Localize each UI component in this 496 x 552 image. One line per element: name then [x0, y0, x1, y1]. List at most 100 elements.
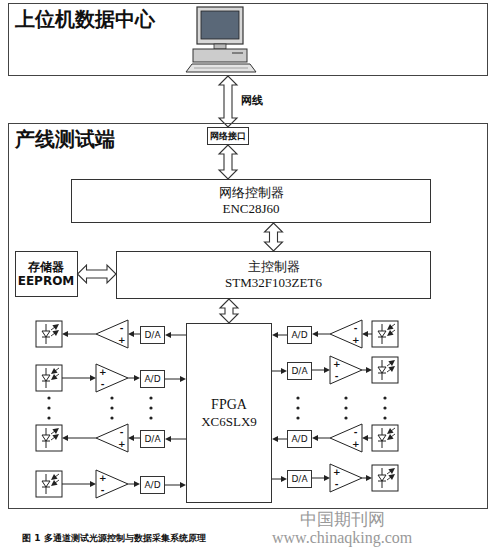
- arrow-head: [52, 428, 59, 434]
- arrow-head: [62, 435, 68, 441]
- device-box: [372, 465, 398, 491]
- opamp-symbol: [96, 320, 128, 348]
- signal-wire: [62, 484, 91, 485]
- connector: [219, 76, 237, 127]
- opamp-sign: +: [352, 439, 359, 449]
- opamp-sign: -: [352, 427, 359, 437]
- opamp-sign: +: [99, 473, 106, 483]
- connector: [165, 376, 186, 382]
- block-box: 网络控制器ENC28J60: [71, 179, 431, 223]
- diode-body: [42, 375, 50, 381]
- figure-caption: 图 1 多通道测试光源控制与数据采集系统原理: [22, 534, 206, 543]
- block-label: A/D: [291, 434, 307, 445]
- opamp-sign: +: [333, 467, 340, 477]
- opamp-sign: -: [118, 427, 125, 437]
- block-label: D/A: [144, 434, 160, 445]
- block-arrow: [265, 223, 283, 251]
- opamp-symbol: [96, 424, 128, 452]
- opamp-sign: +: [99, 367, 106, 377]
- optical-device-symbol: [372, 321, 398, 347]
- continuation-dot: [383, 416, 386, 419]
- diode-body: [378, 475, 386, 481]
- arrow-head: [165, 332, 171, 338]
- optical-device-symbol: [36, 425, 62, 451]
- block-box: 主控制器STM32F103ZET6: [116, 251, 431, 299]
- arrow-head: [312, 435, 318, 441]
- diode-body: [42, 331, 50, 337]
- optical-device-symbol: [372, 357, 398, 383]
- watermark: 中国期刊网: [300, 511, 385, 528]
- diode-body: [378, 367, 386, 373]
- block-box: D/A: [140, 430, 165, 448]
- block-label: A/D: [291, 330, 307, 341]
- block-label: 主控制器: [248, 259, 300, 275]
- opamp-sign: +: [118, 439, 125, 449]
- arrow-head: [388, 468, 395, 474]
- arrow-head: [90, 375, 96, 381]
- diode-bar: [378, 481, 386, 482]
- continuation-dot: [383, 406, 386, 409]
- signal-wire: [312, 370, 325, 371]
- connector-line: [170, 439, 186, 440]
- opamp-sign: -: [118, 323, 125, 333]
- continuation-dot: [383, 396, 386, 399]
- screen: [201, 11, 239, 39]
- monitor: [197, 7, 243, 44]
- optical-device-symbol: [372, 465, 398, 491]
- block-arrow: [219, 76, 237, 127]
- connector-line: [277, 335, 287, 336]
- arrow-head: [51, 474, 58, 480]
- arrow-head: [90, 481, 96, 487]
- opamp-symbol: [330, 356, 362, 384]
- opamp-sign: -: [352, 323, 359, 333]
- connector-line: [165, 379, 181, 380]
- block-box: 存储器EEPROM: [15, 251, 78, 297]
- continuation-dot: [344, 406, 347, 409]
- opamp-symbol: [330, 424, 362, 452]
- optical-device-symbol: [36, 471, 62, 497]
- arrow-head: [388, 360, 395, 366]
- diode-body: [42, 435, 50, 441]
- connector: [165, 332, 186, 338]
- diode-body: [42, 481, 50, 487]
- opamp-symbol: [96, 364, 128, 392]
- arrow-head: [388, 474, 395, 480]
- signal-wire: [67, 334, 96, 335]
- continuation-dot: [149, 396, 152, 399]
- device-box: [36, 365, 62, 391]
- arrow-head: [366, 367, 372, 373]
- diode-bar: [42, 441, 50, 442]
- opamp-sign: +: [333, 359, 340, 369]
- block-box: A/D: [140, 476, 165, 494]
- diode-bar: [378, 441, 386, 442]
- opamp-sign: -: [333, 371, 340, 381]
- block-box: 网络接口: [207, 127, 249, 145]
- block-label: STM32F103ZET6: [225, 275, 322, 291]
- arrow-head: [387, 330, 394, 336]
- optical-device-symbol: [36, 321, 62, 347]
- block-label: XC6SLX9: [201, 414, 257, 430]
- arrow-head: [362, 435, 368, 441]
- block-arrow: [220, 299, 238, 323]
- computer-case: [193, 49, 247, 62]
- arrow-head: [128, 435, 134, 441]
- arrow-head: [51, 368, 58, 374]
- block-box: D/A: [287, 470, 312, 488]
- watermark-url: www.chinaqking.com: [272, 530, 412, 546]
- region-box: 产线测试端网络接口网络控制器ENC28J60存储器EEPROM主控制器STM32…: [8, 123, 488, 509]
- connector-line: [272, 371, 282, 372]
- opamp-symbol: [330, 464, 362, 492]
- block-arrow: [219, 145, 237, 179]
- arrow-head: [165, 436, 171, 442]
- opamp-sign: -: [333, 479, 340, 489]
- signal-wire: [317, 334, 330, 335]
- region-title: 上位机数据中心: [15, 7, 155, 31]
- arrow-head: [52, 324, 59, 330]
- block-box: A/D: [287, 430, 312, 448]
- device-box: [36, 471, 62, 497]
- connector: [219, 145, 237, 179]
- connector: [272, 476, 287, 482]
- arrow-head: [52, 330, 59, 336]
- block-arrow: [78, 265, 117, 283]
- continuation-dot: [110, 416, 113, 419]
